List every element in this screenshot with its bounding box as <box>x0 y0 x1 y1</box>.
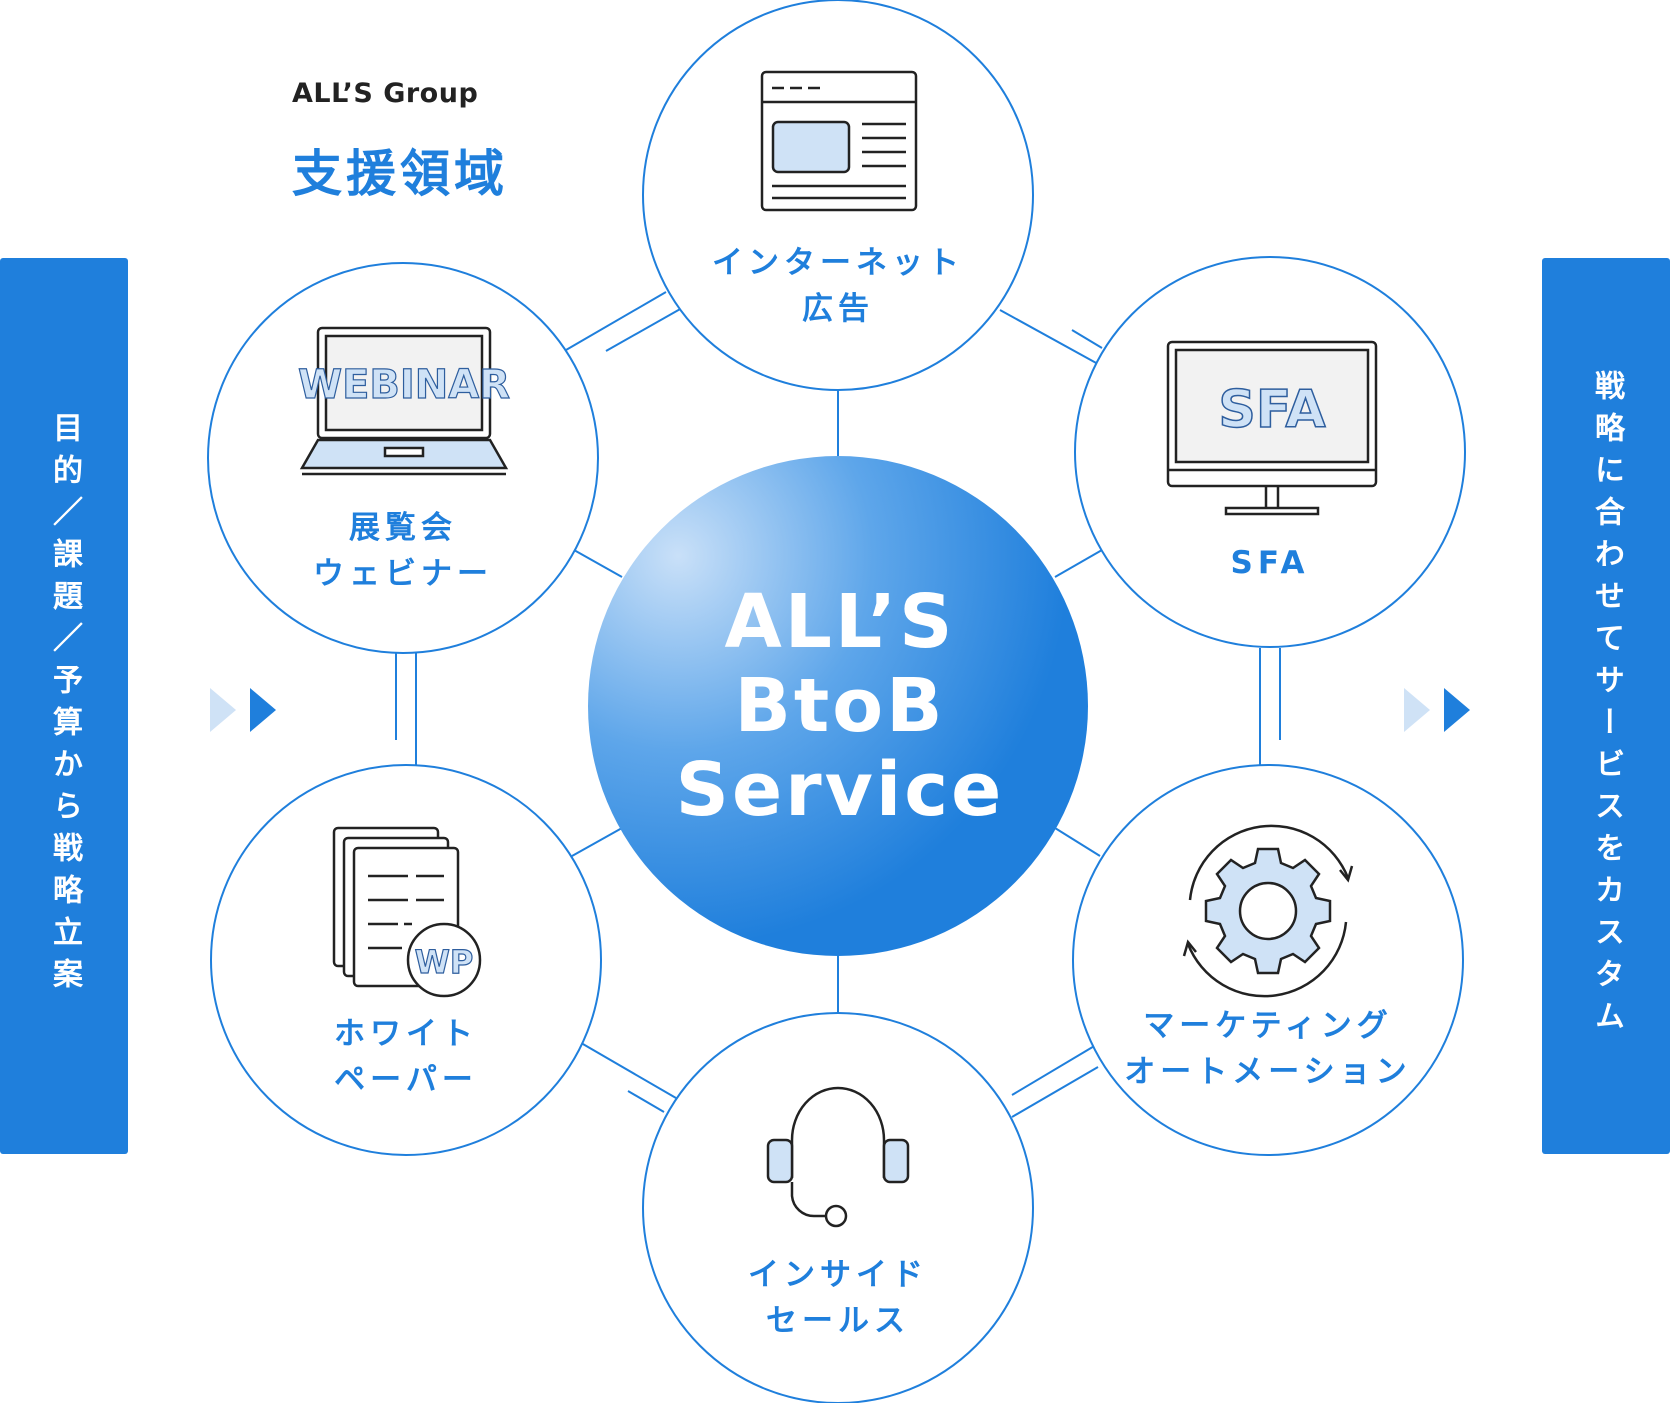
internet-ads-label-line1: インターネット <box>712 245 964 281</box>
document-stack-icon <box>332 826 482 998</box>
center-circle <box>588 456 1088 956</box>
headset-icon <box>766 1086 910 1228</box>
internet-ads-label-line2: 広告 <box>802 291 874 327</box>
webinar-label-line2: ウェビナー <box>313 556 493 592</box>
connector-webinar <box>573 549 623 578</box>
node-label-internet-ads: インターネット 広告 <box>678 240 998 332</box>
right-arrows <box>1404 688 1470 732</box>
marketing-automation-label-line2: オートメーション <box>1124 1054 1412 1090</box>
sfa-label-line1: SFA <box>1230 545 1310 581</box>
arrow-dark-left <box>250 688 276 732</box>
left-arrows <box>210 688 276 732</box>
whitepaper-badge-text: WP <box>415 943 474 981</box>
node-label-inside-sales: インサイド セールス <box>678 1252 998 1344</box>
laptop-icon <box>299 326 509 476</box>
arrow-dark-right <box>1444 688 1470 732</box>
center-connectors <box>571 390 1103 1012</box>
right-custom-panel: 戦略に合わせてサービスをカスタム <box>1542 258 1670 1154</box>
center-label: ALL’S BtoB Service <box>590 580 1090 832</box>
node-label-marketing-automation: マーケティング オートメーション <box>1108 1003 1428 1095</box>
webinar-screen-text: WEBINAR <box>298 362 510 408</box>
right-panel-text: 戦略に合わせてサービスをカスタム <box>1589 370 1624 1042</box>
left-panel-text: 目的／課題／予算から戦略立案 <box>47 412 82 1000</box>
arrow-light-right <box>1404 688 1430 732</box>
webinar-label-line1: 展覧会 <box>349 510 457 546</box>
connector-marketing-automation <box>1054 827 1101 857</box>
sfa-screen-text: SFA <box>1218 380 1325 440</box>
center-label-line2: BtoB <box>734 663 946 749</box>
left-strategy-panel: 目的／課題／予算から戦略立案 <box>0 258 128 1154</box>
gear-cycle-icon <box>1182 824 1354 998</box>
arrow-light-left <box>210 688 236 732</box>
page-title: 支援領域 <box>292 145 508 203</box>
marketing-automation-label-line1: マーケティング <box>1143 1008 1393 1044</box>
web-page-icon <box>760 70 918 212</box>
node-label-whitepaper: ホワイト ペーパー <box>246 1011 566 1103</box>
connector-sfa <box>1054 549 1103 578</box>
node-label-sfa: SFA <box>1110 540 1430 586</box>
whitepaper-label-line1: ホワイト <box>334 1016 478 1052</box>
connector-whitepaper <box>571 827 623 857</box>
ring-connectors <box>395 291 1281 1118</box>
brand-name: ALL’S Group <box>292 78 479 109</box>
center-label-line1: ALL’S <box>724 579 956 665</box>
center-label-line3: Service <box>675 747 1005 833</box>
inside-sales-label-line1: インサイド <box>748 1257 928 1293</box>
inside-sales-label-line2: セールス <box>766 1303 910 1339</box>
monitor-icon <box>1166 340 1378 516</box>
node-label-webinar: 展覧会 ウェビナー <box>243 505 563 597</box>
whitepaper-label-line2: ペーパー <box>334 1062 478 1098</box>
